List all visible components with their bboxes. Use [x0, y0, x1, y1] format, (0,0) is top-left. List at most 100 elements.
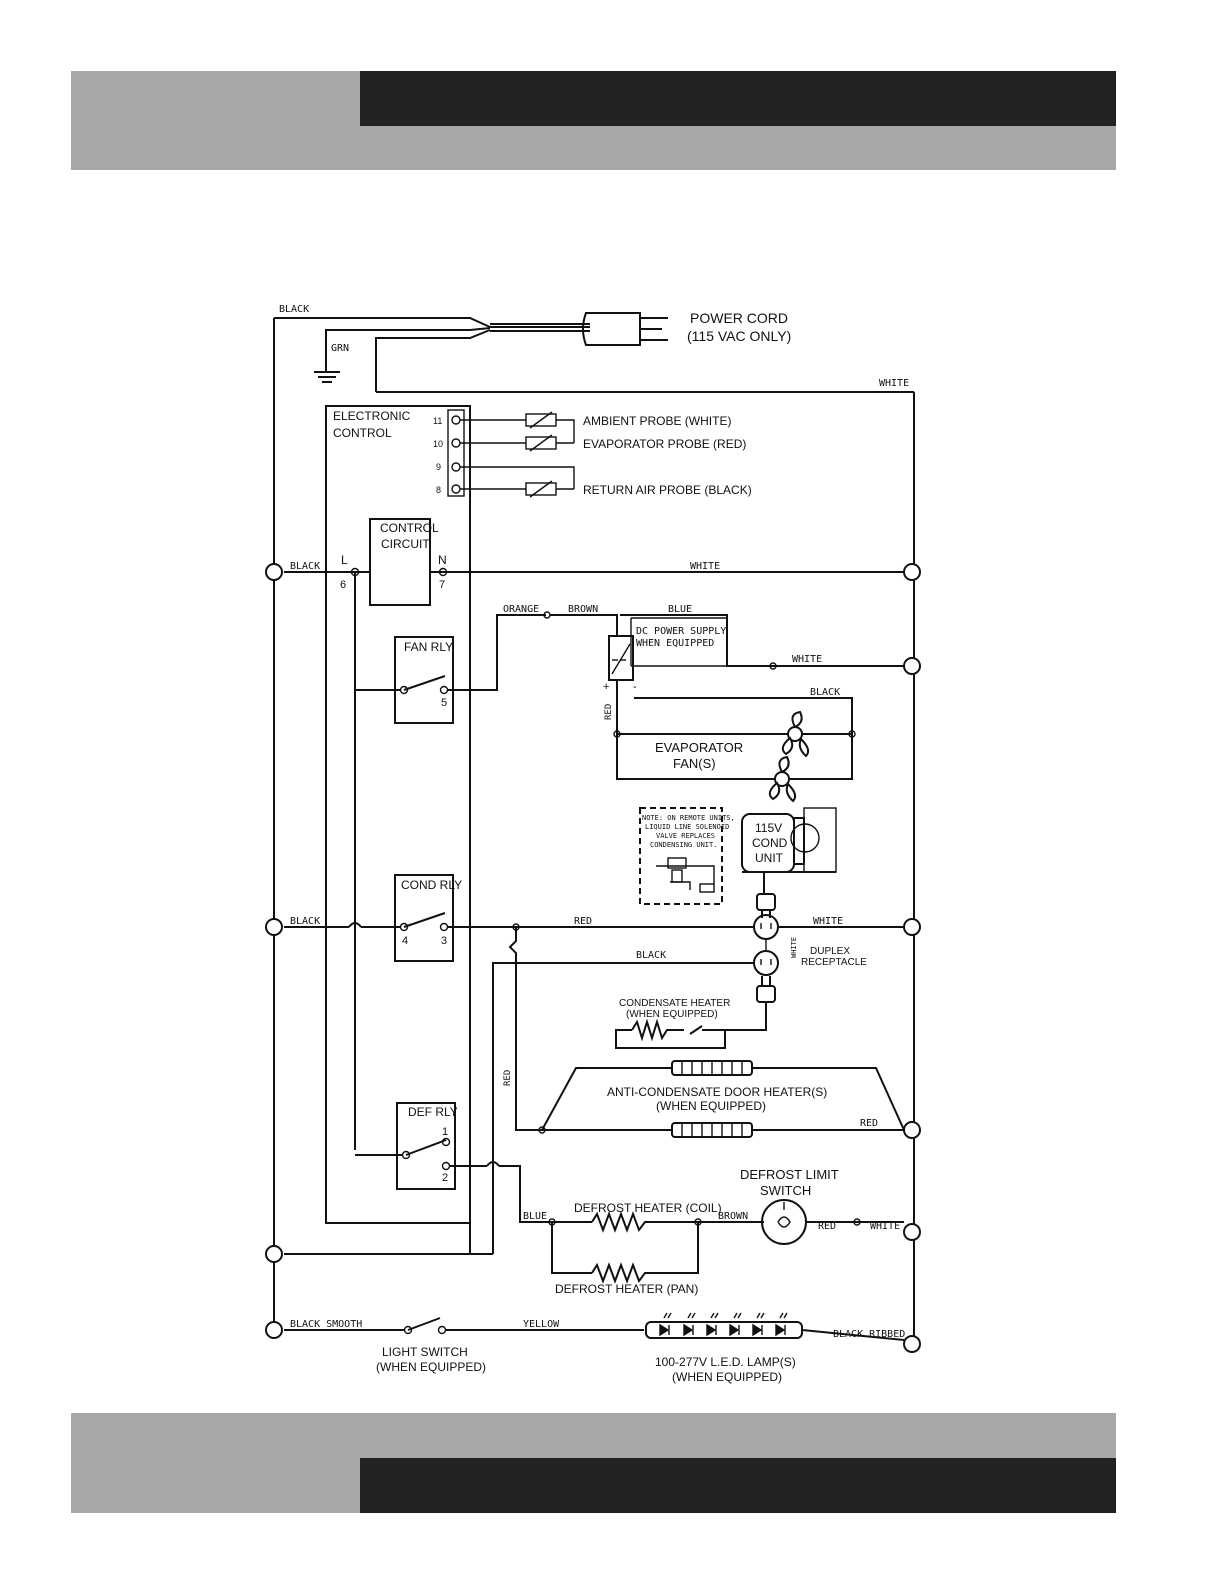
- evaporator-fan-icon-2: [768, 755, 797, 803]
- wire-label-white-cond: WHITE: [813, 916, 843, 927]
- duplex-receptacle-icon: [753, 893, 779, 1003]
- terminal-3: 3: [441, 935, 447, 947]
- wire-label-grn: GRN: [331, 343, 349, 354]
- duplex-receptacle-label: DUPLEX: [810, 946, 850, 957]
- terminal-9: 9: [436, 462, 441, 472]
- terminal-10: 10: [433, 439, 443, 449]
- power-cord-label: POWER CORD: [690, 310, 788, 326]
- evaporator-probe-label: EVAPORATOR PROBE (RED): [583, 437, 746, 451]
- wire-label-blue-def: BLUE: [523, 1211, 547, 1222]
- power-plug-icon: [490, 312, 668, 346]
- cond-unit-icon: [741, 807, 837, 894]
- wire-label-yellow: YELLOW: [523, 1319, 560, 1330]
- wire-label-red-vert: RED: [503, 1070, 513, 1086]
- fan-relay-label: FAN RLY: [404, 640, 453, 654]
- remote-note-line-1: NOTE: ON REMOTE UNITS,: [642, 814, 735, 822]
- cond-relay-box: [394, 874, 454, 962]
- wire-label-white-dc: WHITE: [792, 654, 822, 665]
- wire-label-black-top: BLACK: [279, 304, 309, 315]
- defrost-heater-coil-icon: [548, 1211, 702, 1233]
- bus-terminals: [265, 563, 921, 1353]
- electronic-control-box: [325, 405, 471, 1224]
- cond-unit-label-2: COND: [752, 836, 788, 850]
- light-switch-label: LIGHT SWITCH: [382, 1345, 468, 1359]
- led-lamps-sublabel: (WHEN EQUIPPED): [672, 1370, 782, 1384]
- electronic-control-sublabel: CONTROL: [333, 426, 392, 440]
- control-circuit-box: [369, 518, 431, 606]
- dc-power-supply-sublabel: WHEN EQUIPPED: [636, 638, 714, 649]
- duplex-receptacle-sublabel: RECEPTACLE: [801, 957, 867, 968]
- footer-bar: [360, 1458, 1116, 1513]
- led-lamps-label: 100-277V L.E.D. LAMP(S): [655, 1355, 796, 1369]
- wire-label-blue: BLUE: [668, 604, 692, 615]
- return-air-probe-label: RETURN AIR PROBE (BLACK): [583, 483, 752, 497]
- wire-label-red-def: RED: [818, 1221, 836, 1232]
- defrost-limit-label: DEFROST LIMIT: [740, 1167, 839, 1182]
- terminal-plus: +: [603, 681, 609, 693]
- electronic-control-label: ELECTRONIC: [333, 409, 411, 423]
- anti-condensate-heater-icons: [538, 1060, 905, 1138]
- terminal-11: 11: [433, 416, 442, 426]
- dc-power-supply-label: DC POWER SUPPLY: [636, 626, 726, 637]
- dc-power-supply-box: [608, 635, 634, 681]
- wire-label-white-def: WHITE: [870, 1221, 900, 1232]
- def-relay-contacts: [355, 1137, 556, 1223]
- bus-lines: [273, 317, 915, 1340]
- remote-note-line-3: VALVE REPLACES: [656, 832, 715, 840]
- light-switch-icon: [284, 1317, 644, 1335]
- defrost-limit-sublabel: SWITCH: [760, 1183, 811, 1198]
- ambient-probe-icon: [525, 411, 557, 429]
- condensate-heater-label: CONDENSATE HEATER: [619, 998, 730, 1009]
- defrost-heater-coil-label: DEFROST HEATER (COIL): [574, 1201, 722, 1215]
- header-bar: [360, 71, 1116, 126]
- remote-note-line-4: CONDENSING UNIT.: [650, 841, 717, 849]
- condensate-heater-icon: [615, 1002, 767, 1049]
- probe-terminal-block: [447, 409, 465, 497]
- terminal-1: 1: [442, 1126, 448, 1138]
- terminal-white-small: WHITE: [790, 937, 798, 958]
- dc-supply-wires: [543, 611, 914, 681]
- wire-label-red-fan: RED: [604, 704, 614, 720]
- control-return-wire: [284, 1223, 471, 1255]
- wire-label-black-l: BLACK: [290, 561, 320, 572]
- terminal-N: N: [438, 553, 447, 567]
- cond-relay-contacts: [284, 912, 904, 932]
- terminal-minus: -: [633, 681, 637, 693]
- duplex-feed-wires: [492, 927, 754, 1254]
- condensate-heater-sublabel: (WHEN EQUIPPED): [626, 1009, 718, 1020]
- wire-label-white-n: WHITE: [690, 561, 720, 572]
- terminal-7: 7: [439, 579, 445, 591]
- def-relay-label: DEF RLY: [408, 1105, 458, 1119]
- wire-label-black-ribbed: BLACK RIBBED: [833, 1329, 905, 1340]
- terminal-5: 5: [441, 697, 447, 709]
- remote-note-line-2: LIQUID LINE SOLENOID: [645, 823, 729, 831]
- terminal-8: 8: [436, 485, 441, 495]
- terminal-6: 6: [340, 579, 346, 591]
- defrost-limit-switch-icon: [761, 1199, 904, 1245]
- wire-label-black-smooth: BLACK SMOOTH: [290, 1319, 362, 1330]
- wire-label-black-dup: BLACK: [636, 950, 666, 961]
- wire-label-black-cond: BLACK: [290, 916, 320, 927]
- anti-condensate-sublabel: (WHEN EQUIPPED): [656, 1099, 766, 1113]
- led-lamp-icon: [645, 1312, 905, 1341]
- wire-label-black-fan: BLACK: [810, 687, 840, 698]
- fan-relay-contacts: [355, 614, 546, 695]
- wire-label-orange: ORANGE: [503, 604, 539, 615]
- cond-unit-label-3: UNIT: [755, 851, 784, 865]
- fan-relay-box: [394, 636, 454, 724]
- ground-icon: [314, 371, 340, 383]
- line-neutral-wires: [284, 567, 904, 1150]
- wire-label-brown: BROWN: [568, 604, 598, 615]
- wire-label-red-anti: RED: [860, 1118, 878, 1129]
- terminal-L: L: [341, 553, 348, 567]
- evaporator-fan-icon-1: [781, 710, 810, 758]
- cond-unit-label-1: 115V: [755, 821, 782, 835]
- ambient-probe-label: AMBIENT PROBE (WHITE): [583, 414, 731, 428]
- remote-units-note-box: [639, 807, 723, 905]
- evaporator-probe-icon: [525, 434, 557, 452]
- evaporator-fan-wires: [613, 680, 856, 780]
- wire-label-red-cond: RED: [574, 916, 592, 927]
- wire-label-white-top: WHITE: [879, 378, 909, 389]
- terminal-4: 4: [402, 935, 408, 947]
- evaporator-fans-sublabel: FAN(S): [673, 756, 716, 771]
